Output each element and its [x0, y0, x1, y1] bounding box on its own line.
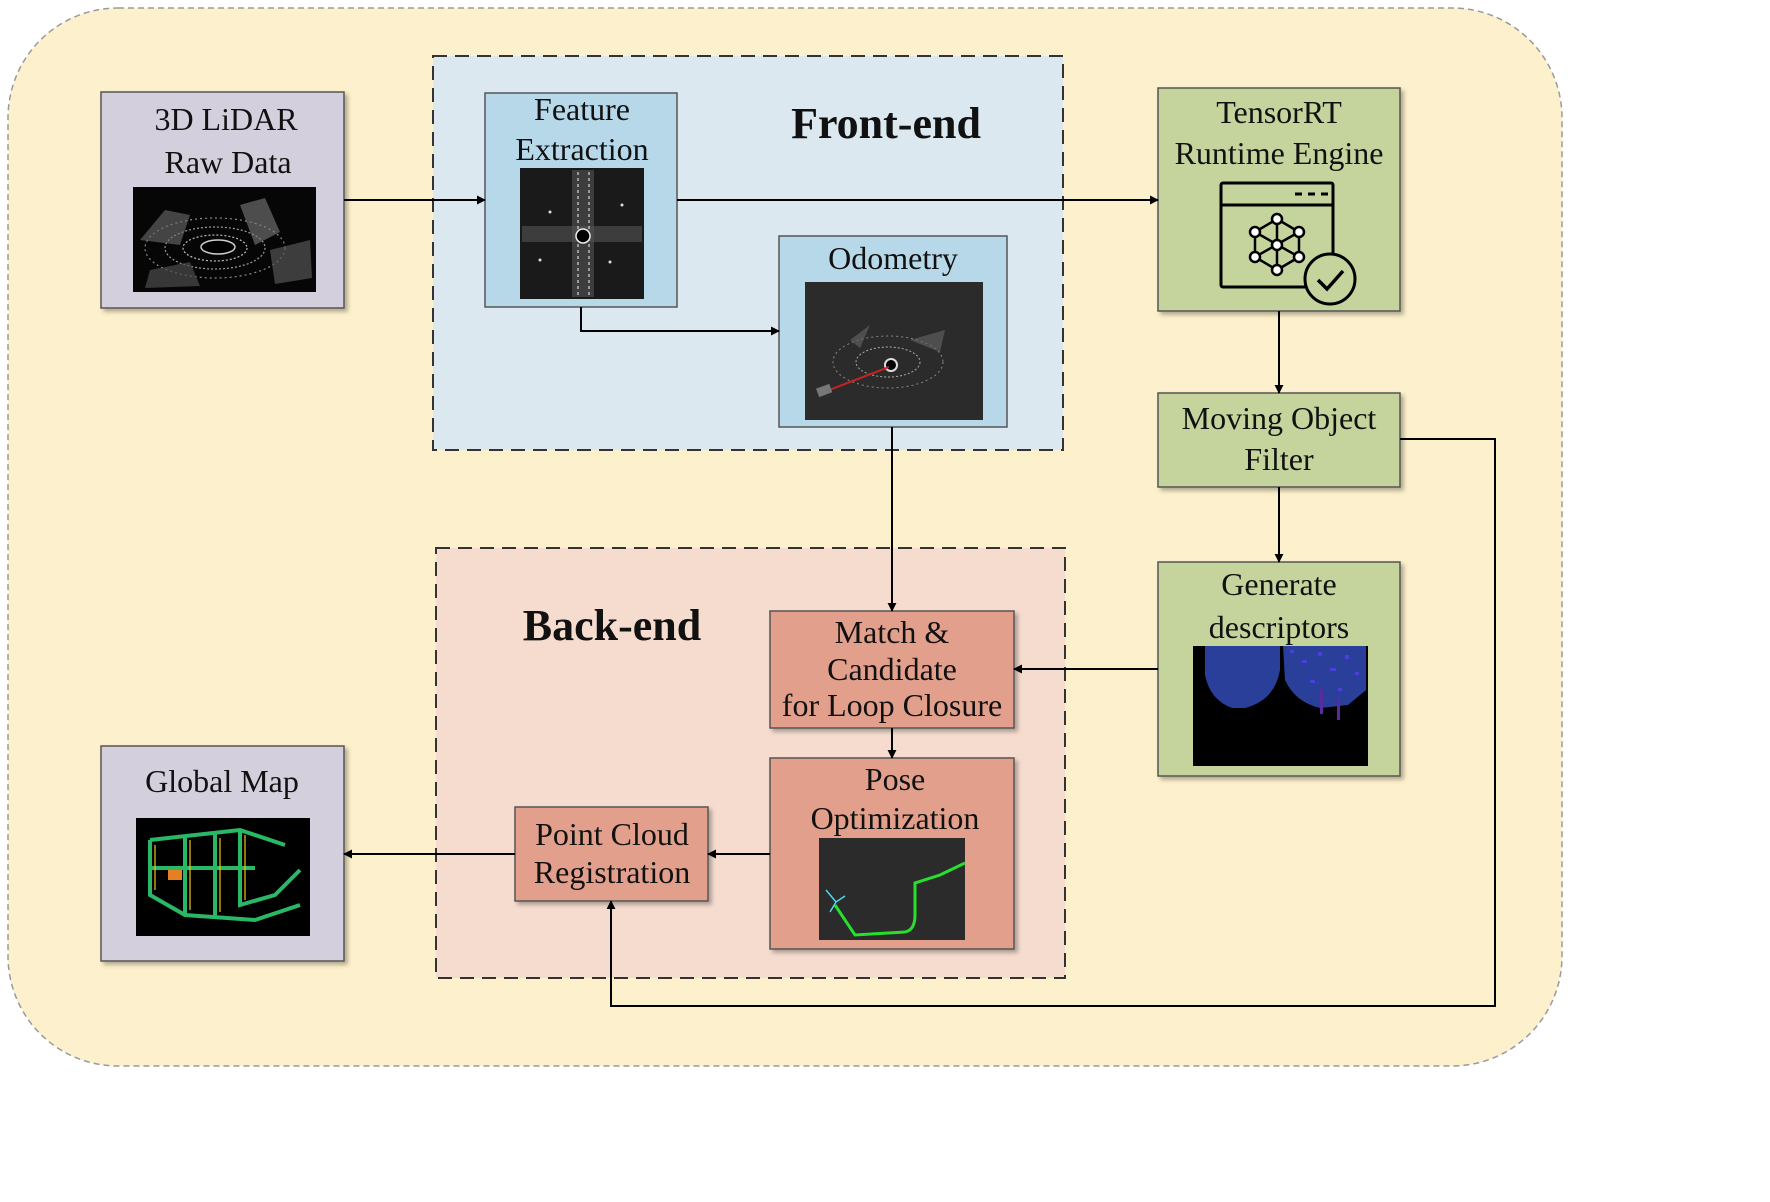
pose-optimization-node: Pose Optimization [769, 757, 1015, 950]
descriptors-label-line2: descriptors [1209, 609, 1349, 645]
match-label-line1: Match & [835, 614, 950, 650]
moving-label-line1: Moving Object [1182, 400, 1377, 436]
match-label-line2: Candidate [827, 651, 957, 687]
match-label-line3: for Loop Closure [782, 687, 1002, 723]
loop-closure-candidate-node: Match & Candidate for Loop Closure [769, 610, 1015, 729]
odometry-scan-image [805, 282, 983, 420]
global-map-image [136, 818, 310, 936]
odometry-label: Odometry [828, 240, 958, 276]
moving-object-filter-node: Moving Object Filter [1157, 392, 1401, 488]
lidar-label-line1: 3D LiDAR [154, 101, 298, 137]
lidar-node: 3D LiDAR Raw Data [100, 91, 345, 309]
feature-label-line2: Extraction [515, 131, 648, 167]
pose-label-line2: Optimization [811, 800, 980, 836]
descriptors-label-line1: Generate [1221, 566, 1336, 602]
edge-moving-to-registration [606, 438, 1496, 1007]
lidar-scan-image [133, 187, 316, 292]
generate-descriptors-node: Generate descriptors [1157, 561, 1401, 777]
feature-extraction-node: Feature Extraction [484, 91, 678, 308]
global-map-node: Global Map [100, 745, 345, 962]
neural-network-window-check-icon [1219, 181, 1357, 306]
backend-title: Back-end [523, 601, 701, 650]
pose-label-line1: Pose [865, 761, 925, 797]
tensorrt-label-line1: TensorRT [1216, 94, 1342, 130]
tensorrt-label-line2: Runtime Engine [1175, 135, 1384, 171]
descriptor-image [1193, 646, 1368, 766]
odometry-node: Odometry [778, 235, 1008, 428]
moving-label-line2: Filter [1244, 441, 1314, 477]
lidar-label-line2: Raw Data [164, 144, 291, 180]
point-cloud-registration-node: Point Cloud Registration [514, 806, 709, 902]
tensorrt-node: TensorRT Runtime Engine [1157, 87, 1401, 312]
feature-scan-image [520, 168, 644, 299]
edge-feature-to-odometry [580, 307, 780, 336]
registration-label-line2: Registration [534, 854, 690, 890]
trajectory-image [819, 838, 966, 940]
frontend-title: Front-end [791, 99, 981, 148]
globalmap-label: Global Map [145, 763, 299, 799]
registration-label-line1: Point Cloud [535, 816, 689, 852]
feature-label-line1: Feature [534, 91, 630, 127]
edges [343, 195, 1496, 1007]
